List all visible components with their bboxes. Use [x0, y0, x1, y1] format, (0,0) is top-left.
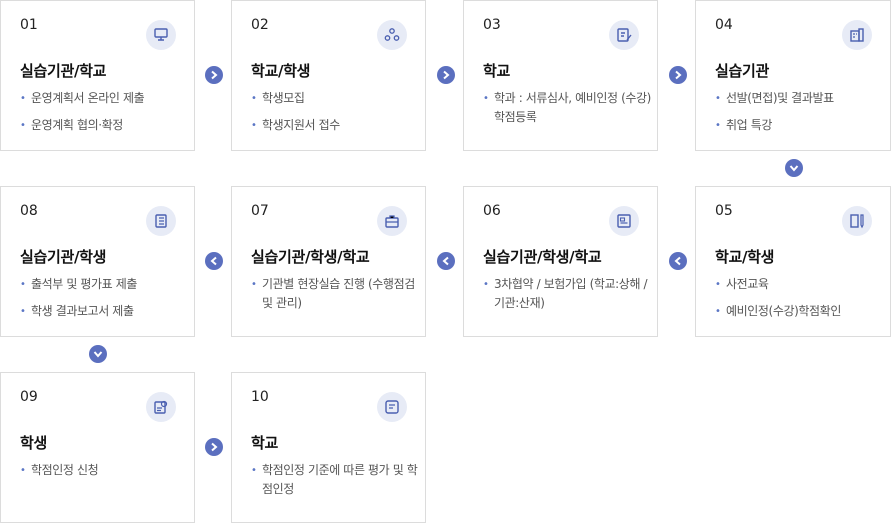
step-title: 실습기관/학교	[20, 62, 107, 80]
step-items: 출석부 및 평가표 제출학생 결과보고서 제출	[20, 275, 188, 329]
step-title: 학교	[251, 434, 279, 452]
book-pencil-icon	[842, 206, 872, 236]
step-card-04: 04 실습기관선발(면접)및 결과발표취업 특강	[695, 0, 891, 151]
step-title: 학생	[20, 434, 48, 452]
building-icon	[842, 20, 872, 50]
contract-icon	[609, 206, 639, 236]
step-title: 실습기관/학생	[20, 248, 107, 266]
step-number: 01	[20, 17, 38, 33]
step-number: 05	[715, 203, 733, 219]
arrow-09-to-10-icon	[205, 438, 223, 456]
step-item: 학과 : 서류심사, 예비인정 (수강)학점등록	[483, 89, 651, 127]
arrow-07-to-08-icon	[205, 252, 223, 270]
step-items: 기관별 현장실습 진행 (수행점검 및 관리)	[251, 275, 419, 321]
step-number: 09	[20, 389, 38, 405]
step-item: 3차협약 / 보험가입 (학교:상해 / 기관:산재)	[483, 275, 651, 313]
step-items: 학생모집학생지원서 접수	[251, 89, 419, 143]
arrow-05-to-06-icon	[669, 252, 687, 270]
step-item: 학생 결과보고서 제출	[20, 302, 188, 321]
step-item: 학생모집	[251, 89, 419, 108]
notebook-icon	[146, 206, 176, 236]
step-number: 03	[483, 17, 501, 33]
step-items: 3차협약 / 보험가입 (학교:상해 / 기관:산재)	[483, 275, 651, 321]
step-card-03: 03 학교학과 : 서류심사, 예비인정 (수강)학점등록	[463, 0, 658, 151]
arrow-02-to-03-icon	[437, 66, 455, 84]
arrow-08-to-09-icon	[89, 345, 107, 363]
step-card-06: 06 실습기관/학생/학교 3차협약 / 보험가입 (학교:상해 / 기관:산재)	[463, 186, 658, 337]
step-number: 02	[251, 17, 269, 33]
step-title: 학교/학생	[715, 248, 775, 266]
step-title: 실습기관/학생/학교	[251, 248, 370, 266]
step-item: 기관별 현장실습 진행 (수행점검 및 관리)	[251, 275, 419, 313]
step-card-02: 02 학교/학생학생모집학생지원서 접수	[231, 0, 426, 151]
step-items: 학점인정 기준에 따른 평가 및 학점인정	[251, 461, 419, 507]
step-card-08: 08 실습기관/학생출석부 및 평가표 제출학생 결과보고서 제출	[0, 186, 195, 337]
step-card-09: 09 학생학점인정 신청	[0, 372, 195, 523]
step-item: 운영계획서 온라인 제출	[20, 89, 188, 108]
step-items: 학과 : 서류심사, 예비인정 (수강)학점등록	[483, 89, 651, 135]
step-number: 08	[20, 203, 38, 219]
step-item: 학점인정 신청	[20, 461, 188, 480]
step-number: 04	[715, 17, 733, 33]
people-group-icon	[377, 20, 407, 50]
step-items: 선발(면접)및 결과발표취업 특강	[715, 89, 884, 143]
step-number: 10	[251, 389, 269, 405]
application-icon	[146, 392, 176, 422]
document-pen-icon	[609, 20, 639, 50]
step-items: 학점인정 신청	[20, 461, 188, 488]
step-number: 07	[251, 203, 269, 219]
step-card-07: 07 실습기관/학생/학교기관별 현장실습 진행 (수행점검 및 관리)	[231, 186, 426, 337]
step-title: 실습기관	[715, 62, 770, 80]
step-item: 선발(면접)및 결과발표	[715, 89, 884, 108]
step-item: 학생지원서 접수	[251, 116, 419, 135]
briefcase-icon	[377, 206, 407, 236]
step-item: 예비인정(수강)학점확인	[715, 302, 884, 321]
arrow-04-to-05-icon	[785, 159, 803, 177]
step-item: 출석부 및 평가표 제출	[20, 275, 188, 294]
step-item: 사전교육	[715, 275, 884, 294]
step-title: 학교/학생	[251, 62, 311, 80]
arrow-03-to-04-icon	[669, 66, 687, 84]
step-title: 실습기관/학생/학교	[483, 248, 602, 266]
arrow-01-to-02-icon	[205, 66, 223, 84]
step-items: 사전교육예비인정(수강)학점확인	[715, 275, 884, 329]
step-card-10: 10 학교학점인정 기준에 따른 평가 및 학점인정	[231, 372, 426, 523]
step-number: 06	[483, 203, 501, 219]
step-item: 학점인정 기준에 따른 평가 및 학점인정	[251, 461, 419, 499]
step-item: 운영계획 협의·확정	[20, 116, 188, 135]
step-item: 취업 특강	[715, 116, 884, 135]
step-card-05: 05 학교/학생사전교육예비인정(수강)학점확인	[695, 186, 891, 337]
step-title: 학교	[483, 62, 511, 80]
step-card-01: 01 실습기관/학교운영계획서 온라인 제출운영계획 협의·확정	[0, 0, 195, 151]
step-items: 운영계획서 온라인 제출운영계획 협의·확정	[20, 89, 188, 143]
monitor-icon	[146, 20, 176, 50]
arrow-06-to-07-icon	[437, 252, 455, 270]
certificate-icon	[377, 392, 407, 422]
